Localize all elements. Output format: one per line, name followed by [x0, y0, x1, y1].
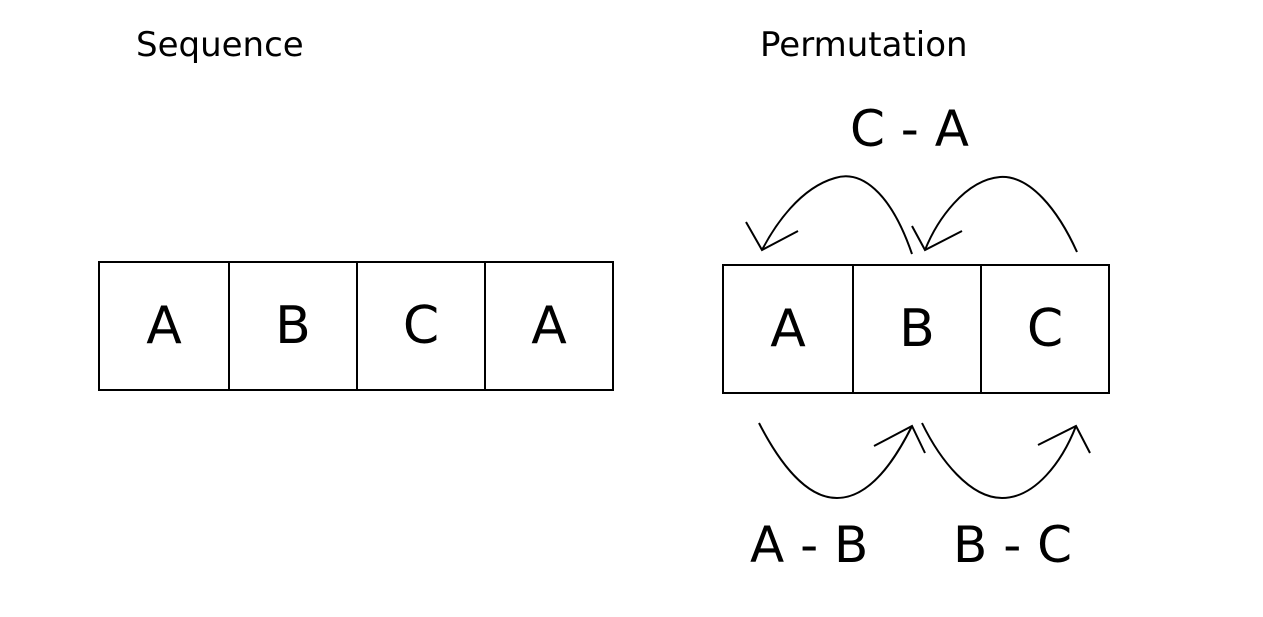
transition-label-bottom-right: B - C [953, 516, 1073, 574]
arrowhead-top-left [745, 221, 799, 252]
transition-label-top: C - A [850, 100, 969, 158]
permutation-cell: A [770, 299, 806, 359]
arc-top-left [761, 175, 913, 255]
permutation-title: Permutation [760, 25, 968, 65]
sequence-cell: C [356, 263, 484, 389]
arrowhead-bottom-right [1037, 424, 1091, 454]
permutation-cell: B [852, 266, 980, 392]
sequence-cell: A [484, 263, 612, 389]
sequence-row: A B C A [98, 261, 614, 391]
sequence-cell: B [228, 263, 356, 389]
permutation-row: A B C [722, 264, 1110, 394]
arrowhead-top-right [911, 225, 963, 252]
transition-label-bottom-left: A - B [750, 516, 869, 574]
arrowhead-bottom-left [873, 424, 926, 454]
arc-bottom-right [921, 422, 1077, 500]
sequence-title: Sequence [136, 25, 304, 65]
arc-top-right [924, 175, 1078, 253]
arc-bottom-left [758, 422, 913, 500]
permutation-cell: C [980, 266, 1108, 392]
sequence-cell: A [146, 296, 182, 356]
